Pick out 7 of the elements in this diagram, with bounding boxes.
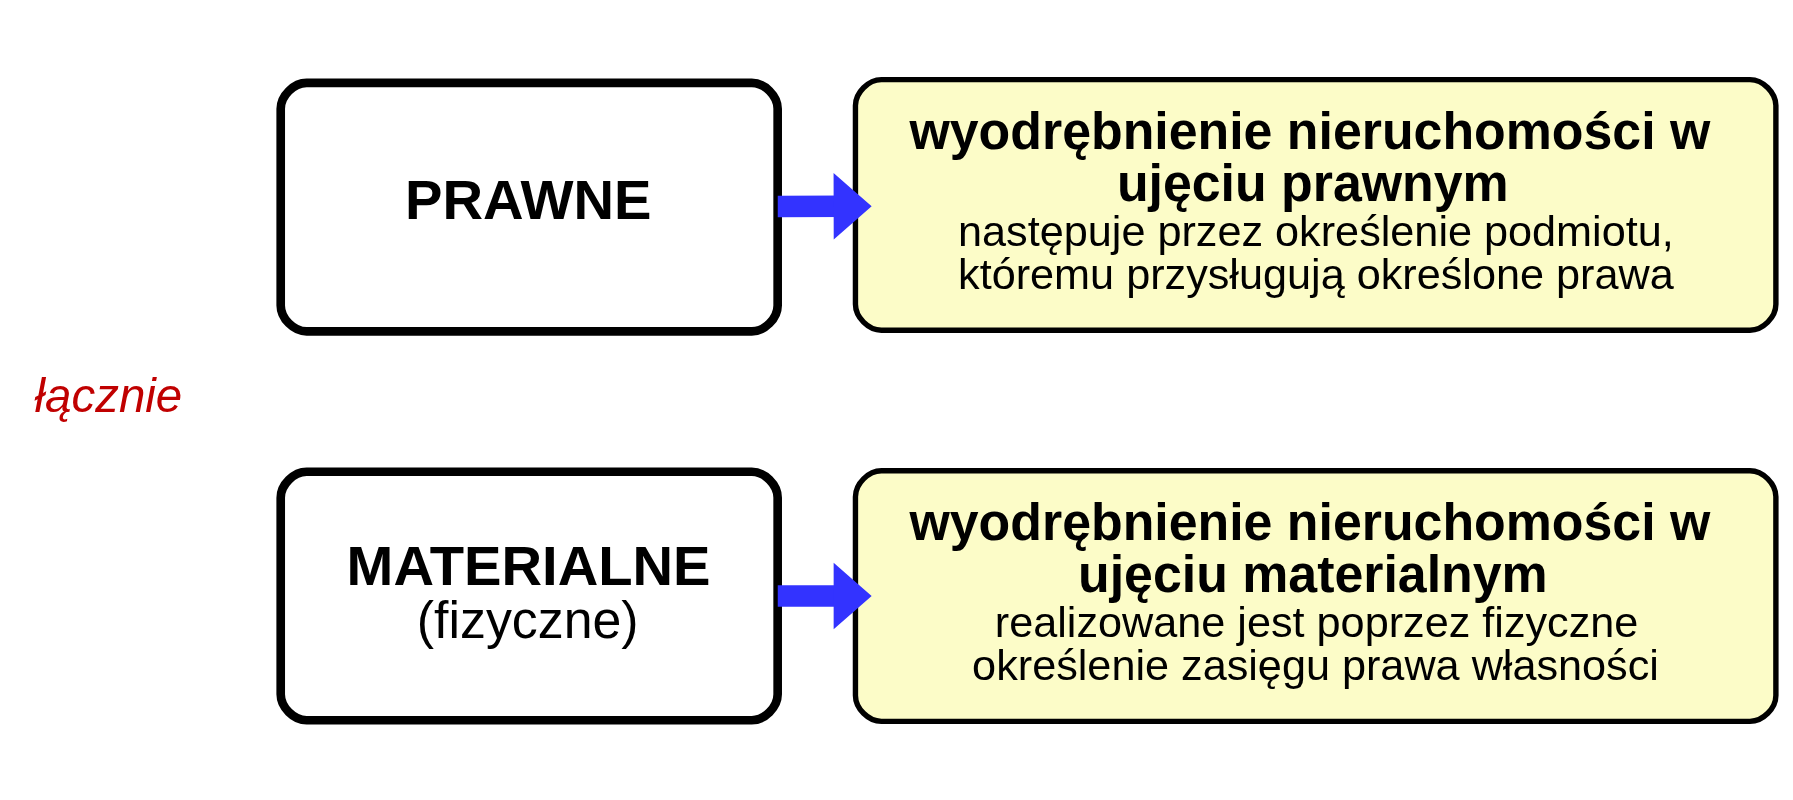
label: łącznie xyxy=(34,368,183,422)
node-box: PRAWNE xyxy=(276,78,782,336)
node-box: wyodrębnienie nieruchomości w ujęciu materialnym realizowane jest poprzez fizyczne określenie zasięgu prawa własności xyxy=(852,467,1779,724)
node-box: wyodrębnienie nieruchomości w ujęciu prawnym następuje przez określenie podmiotu, któremu przysługują określone prawa xyxy=(852,76,1779,333)
node-box: MATERIALNE (fizyczne) xyxy=(276,467,782,725)
arrow xyxy=(777,562,872,629)
arrow xyxy=(777,172,872,239)
